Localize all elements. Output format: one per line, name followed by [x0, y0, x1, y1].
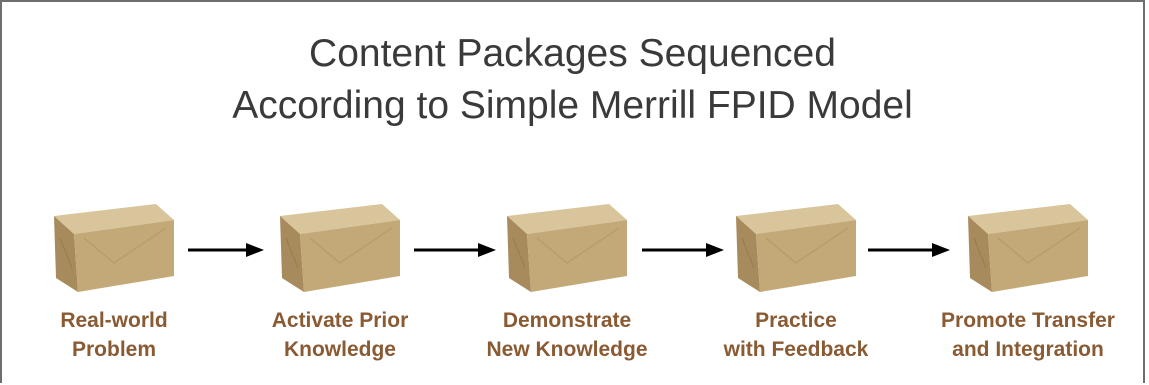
stage-activate-prior-knowledge: Activate Prior Knowledge [230, 198, 450, 368]
stage-label: Activate Prior Knowledge [271, 309, 409, 361]
package-icon [968, 204, 1088, 292]
stage-label: Promote Transfer and Integration [941, 309, 1115, 361]
arrow-4-5 [868, 243, 950, 257]
package-icon [507, 204, 627, 292]
arrow-1-2 [188, 243, 264, 257]
arrow-3-4 [642, 243, 724, 257]
package-icon [54, 204, 174, 292]
package-icon [736, 204, 856, 292]
title-line-2: According to Simple Merrill FPID Model [232, 84, 913, 127]
diagram-title: Content Packages Sequenced According to … [2, 28, 1143, 132]
stage-label: Practice with Feedback [723, 309, 869, 361]
title-line-1: Content Packages Sequenced [309, 32, 836, 75]
stage-label: Real-world Problem [60, 309, 168, 361]
stage-real-world-problem: Real-world Problem [4, 198, 224, 368]
stage-label: Demonstrate New Knowledge [486, 309, 648, 361]
package-icon [280, 204, 400, 292]
stage-promote-transfer-and-integration: Promote Transfer and Integration [918, 198, 1138, 368]
stage-practice-with-feedback: Practice with Feedback [686, 198, 906, 368]
stage-demonstrate-new-knowledge: Demonstrate New Knowledge [457, 198, 677, 368]
arrow-2-3 [414, 243, 496, 257]
